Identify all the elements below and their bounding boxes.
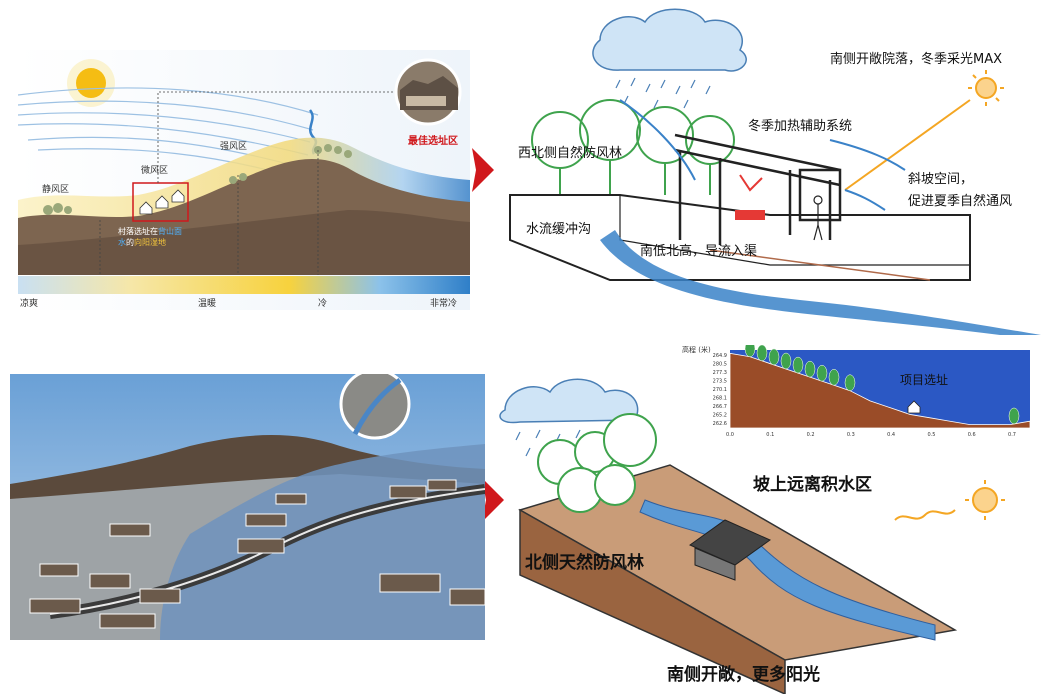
red-arrow-top	[472, 148, 494, 192]
cloud-icon	[592, 8, 747, 72]
elevation-chart: 264.9 280.5 277.3 273.5 270.1 268.1 266.7 265.2…	[680, 345, 1030, 440]
chart-x-tick-label: 0.0	[726, 432, 734, 438]
temp-label-warm: 温暖	[198, 299, 217, 309]
ventilation-arrows	[619, 99, 906, 211]
sun-ray-arrow	[844, 99, 971, 191]
chart-tree-mark	[780, 352, 792, 370]
south-open-label: 南侧开敞，更多阳光	[667, 665, 820, 685]
village-note: 村落选址在背山面 水的向阳湿地	[118, 227, 182, 247]
elevation-chart-panel: 264.9 280.5 277.3 273.5 270.1 268.1 266.7 265.2…	[680, 345, 1030, 440]
chart-x-tick-label: 0.3	[847, 432, 855, 438]
person-figure	[813, 195, 823, 241]
terrain-sketch	[499, 378, 1005, 694]
zone-calm-label: 静风区	[42, 185, 70, 195]
village-houses	[139, 189, 185, 215]
chart-x-tick-label: 0.1	[766, 432, 774, 438]
chart-y-tick-label: 268.1	[713, 396, 727, 402]
chart-tree-mark	[744, 345, 756, 358]
temperature-bar	[18, 276, 470, 294]
red-arrow-bottom	[482, 478, 504, 522]
best-site-label: 最佳选址区	[408, 136, 458, 147]
sun-icon	[76, 68, 106, 98]
heating-system	[735, 210, 765, 220]
avoid-water-label: 坡上远离积水区	[753, 475, 872, 495]
temp-label-cold: 冷	[318, 299, 328, 309]
chart-x-tick-label: 0.2	[807, 432, 815, 438]
sketch-trees	[537, 413, 657, 513]
chart-y-tick-label: 266.7	[713, 404, 727, 410]
village-houses-photo	[29, 479, 485, 629]
zone-micro-label: 微风区	[141, 166, 169, 176]
chart-x-tick-label: 0.5	[927, 432, 935, 438]
chart-tree-mark	[828, 369, 840, 386]
sun-ray-wave	[894, 509, 956, 521]
trees	[43, 144, 352, 215]
chart-y-tick-label: 280.5	[713, 362, 727, 368]
drainage-label: 南低北高，导流入渠	[640, 244, 758, 259]
wind-profile-illustration	[18, 50, 470, 310]
chart-x-ticks: 0.0 0.1 0.2 0.3 0.4 0.5 0.6 0.7	[726, 432, 1016, 438]
chart-x-tick-label: 0.4	[887, 432, 895, 438]
rain-drops	[615, 77, 711, 109]
chart-y-tick-label: 264.9	[713, 353, 727, 359]
chart-ylabel: 高程 (米)	[682, 346, 711, 354]
chart-y-tick-label: 277.3	[713, 370, 727, 376]
temp-label-very-cold: 非常冷	[430, 299, 458, 309]
chart-tree-mark	[804, 360, 816, 378]
north-forest-label: 北侧天然防风林	[525, 553, 644, 573]
chart-tree-mark	[768, 348, 780, 366]
chart-trees	[744, 345, 1020, 425]
temp-label-cool: 凉爽	[20, 299, 39, 309]
wind-profile-panel: 静风区 微风区 强风区 村落选址在背山面 水的向阳湿地 最佳选址区 凉爽 温暖 …	[18, 50, 470, 310]
aerial-village-photo	[10, 374, 485, 640]
chart-x-tick-label: 0.7	[1008, 432, 1016, 438]
chart-y-ticks: 264.9 280.5 277.3 273.5 270.1 268.1 266.7 265.2…	[713, 353, 727, 427]
chart-tree-mark	[1008, 407, 1020, 425]
building-section-panel: 南侧开敞院落，冬季采光MAX 冬季加热辅助系统 西北侧自然防风林 斜坡空间， 促…	[500, 0, 1041, 335]
chart-tree-mark	[816, 364, 828, 382]
building-section-sketch	[509, 8, 1041, 335]
cloud-icon-2	[499, 378, 639, 424]
chart-y-tick-label: 270.1	[713, 387, 727, 393]
slope-label-2: 促进夏季自然通风	[908, 194, 1013, 209]
aerial-photo-panel	[10, 374, 485, 640]
heating-label: 冬季加热辅助系统	[748, 119, 853, 134]
water-channel	[600, 230, 1041, 335]
ditch-label: 水流缓冲沟	[526, 222, 592, 237]
chart-tree-mark	[792, 356, 804, 374]
zone-strong-label: 强风区	[220, 142, 248, 152]
chart-site-house-icon	[907, 400, 921, 414]
sun-sketch-icon	[968, 70, 1004, 106]
chart-tree-mark	[756, 345, 768, 362]
chart-elevation-area	[729, 352, 1030, 429]
chart-tree-mark	[844, 374, 856, 391]
cabin-icon	[688, 519, 772, 581]
south-courtyard-label: 南侧开敞院落，冬季采光MAX	[830, 52, 1003, 67]
sun-sketch-icon-2	[965, 480, 1005, 520]
windbreak-trees	[531, 99, 735, 195]
house-frame	[674, 133, 842, 245]
chart-title: 项目选址	[900, 373, 949, 387]
village-highlight-box	[132, 182, 189, 222]
windbreak-label: 西北侧自然防风林	[518, 146, 623, 161]
ground-slab	[509, 194, 971, 281]
chart-y-tick-label: 273.5	[713, 379, 727, 385]
chart-y-tick-label: 262.6	[713, 421, 727, 427]
terrain-sketch-panel: 坡上远离积水区 北侧天然防风林 南侧开敞，更多阳光	[495, 370, 1041, 694]
slope-label-1: 斜坡空间，	[908, 172, 974, 187]
chart-y-tick-label: 265.2	[713, 413, 727, 419]
chart-x-tick-label: 0.6	[968, 432, 976, 438]
drainage-arrow	[709, 249, 931, 281]
